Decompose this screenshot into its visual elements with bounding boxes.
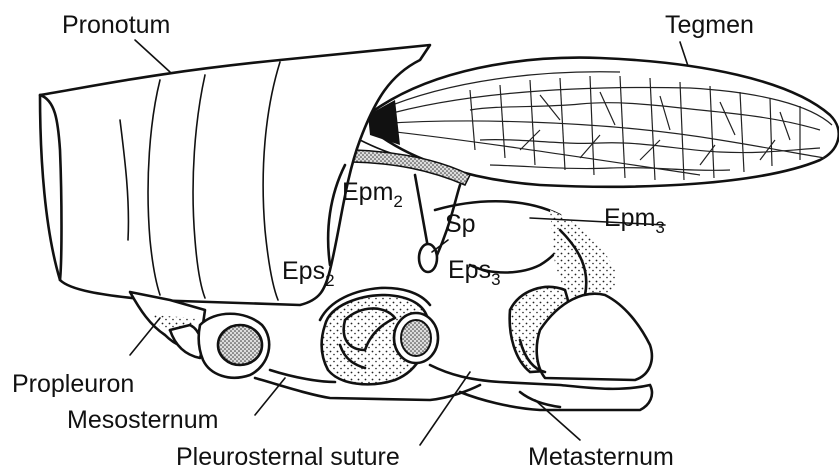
spiracle bbox=[419, 244, 437, 272]
pronotum-shape bbox=[40, 45, 430, 305]
label-pleurosternal-suture: Pleurosternal suture bbox=[176, 443, 400, 471]
hind-coxa bbox=[510, 287, 652, 380]
mid-coxa bbox=[320, 288, 438, 384]
fore-coxa bbox=[218, 325, 262, 365]
label-sp: Sp bbox=[445, 210, 476, 238]
label-mesosternum: Mesosternum bbox=[67, 406, 218, 434]
label-eps3: Eps3 bbox=[448, 256, 501, 289]
label-tegmen: Tegmen bbox=[665, 11, 754, 39]
label-epm2: Epm2 bbox=[342, 178, 403, 211]
label-propleuron: Propleuron bbox=[12, 370, 134, 398]
label-metasternum: Metasternum bbox=[528, 443, 674, 471]
propleuron-shape bbox=[130, 292, 269, 378]
label-epm3: Epm3 bbox=[604, 204, 665, 237]
label-pronotum: Pronotum bbox=[62, 11, 170, 39]
